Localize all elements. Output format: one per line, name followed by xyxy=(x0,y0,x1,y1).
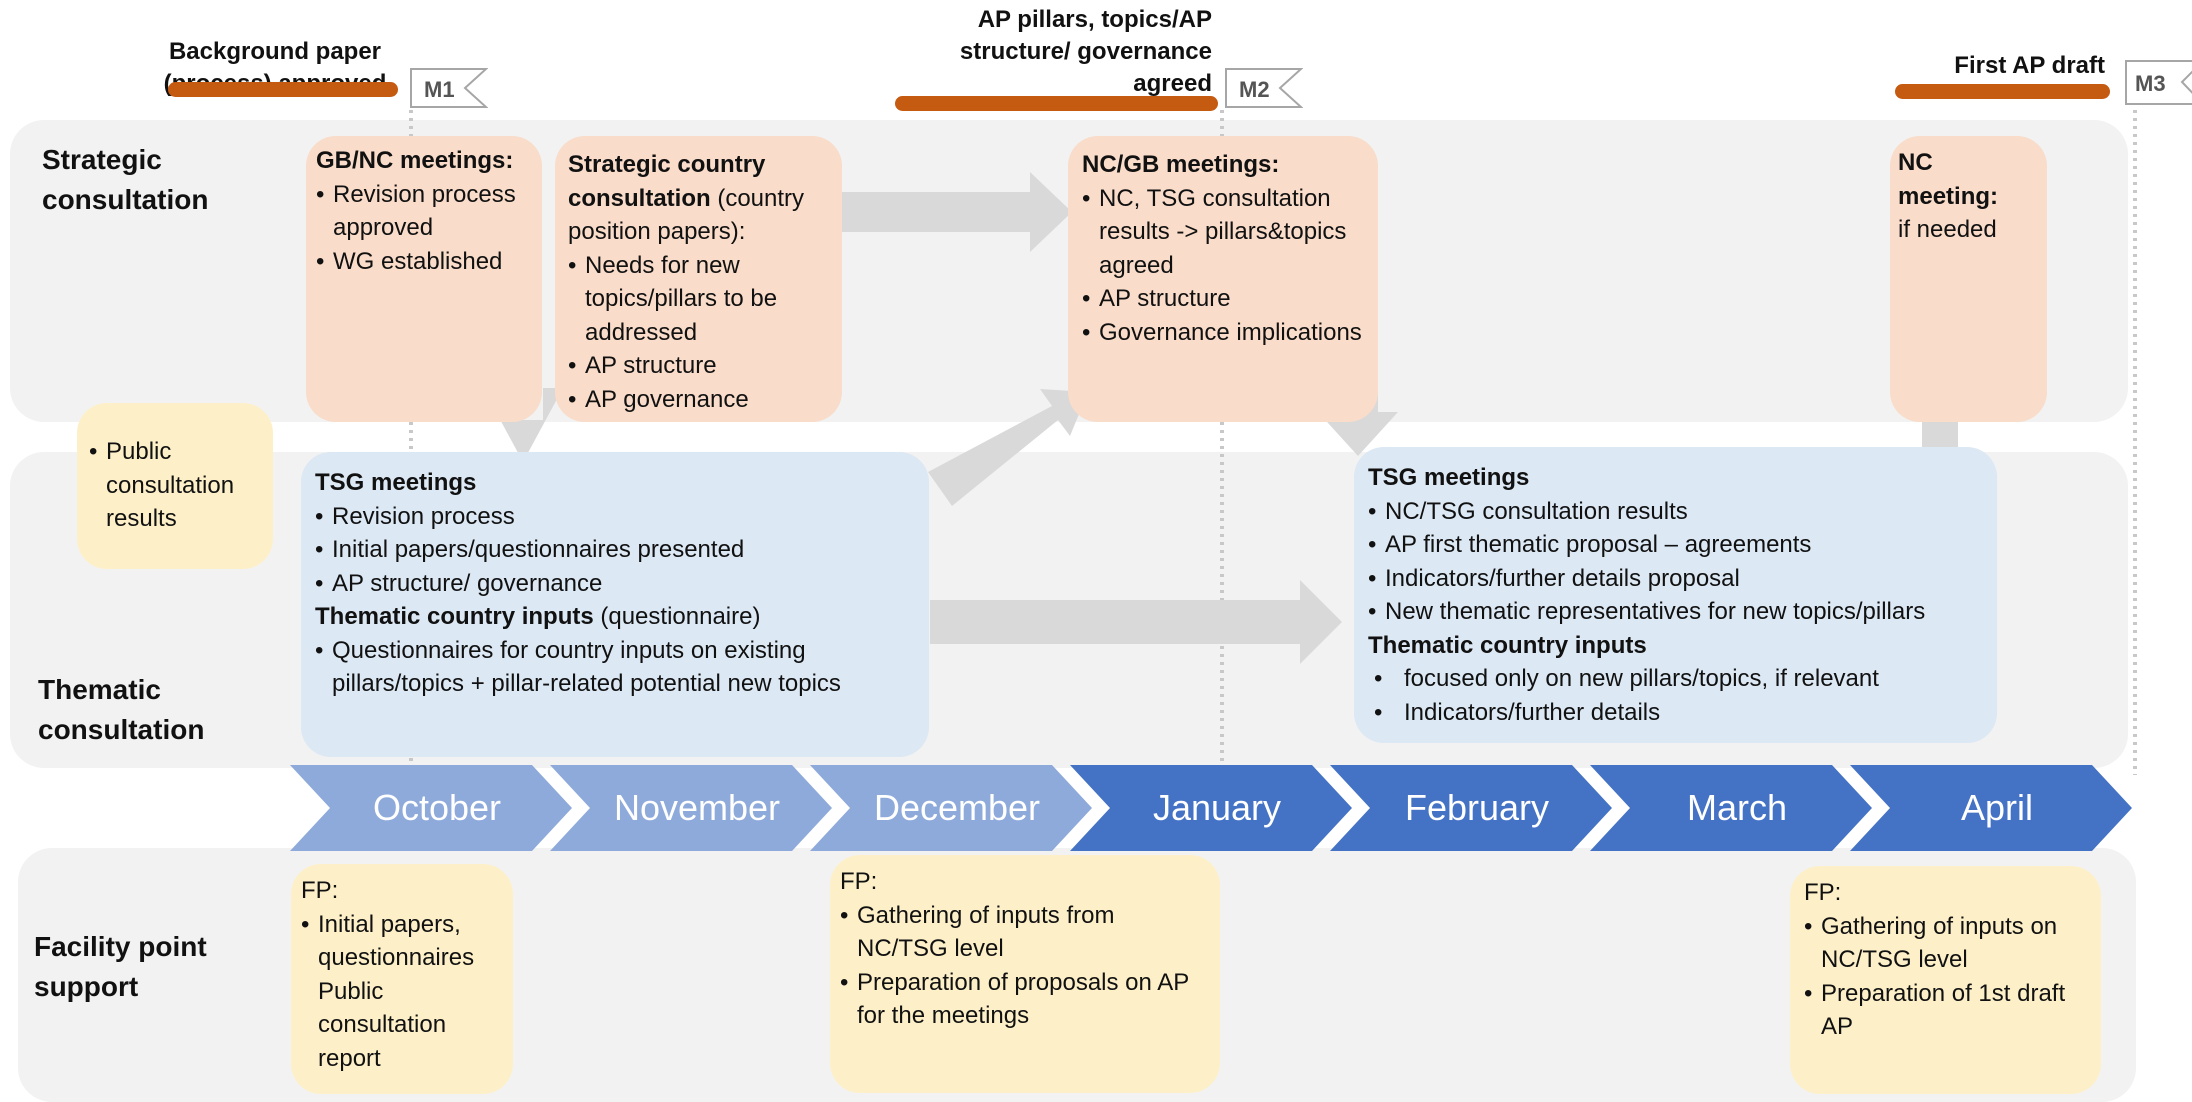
list-item: Preparation of 1st draft AP xyxy=(1804,977,2087,1044)
milestone-m2-bar xyxy=(895,96,1218,111)
nc-meeting-box: NC meeting: if needed xyxy=(1890,136,2047,422)
fp-box-1: FP: Initial papers, questionnaires Publi… xyxy=(291,864,513,1094)
list-item: AP governance xyxy=(568,383,829,417)
month-chevron-october xyxy=(290,765,572,851)
month-label: February xyxy=(1405,787,1549,828)
list-item: Governance implications xyxy=(1082,316,1364,350)
list-item: Public consultation results xyxy=(89,435,263,536)
tsg2-title: TSG meetings xyxy=(1368,464,1530,491)
list-item: Needs for new topics/pillars to be addre… xyxy=(568,249,829,350)
milestone-m2-label: AP pillars, topics/AP structure/ governa… xyxy=(959,6,1212,97)
month-label: December xyxy=(874,787,1040,828)
month-chevron-april xyxy=(1850,765,2132,851)
list-item: Gathering of inputs from NC/TSG level xyxy=(840,899,1210,966)
month-label: October xyxy=(373,787,501,828)
list-item: Preparation of proposals on AP for the m… xyxy=(840,966,1210,1033)
list-item: AP structure xyxy=(568,349,829,383)
month-chevron-december xyxy=(810,765,1092,851)
milestone-m1-code: M1 xyxy=(424,77,455,102)
list-item: Revision process xyxy=(315,500,915,534)
month-chevron-november xyxy=(550,765,832,851)
fp-box-3: FP: Gathering of inputs on NC/TSG level … xyxy=(1790,866,2101,1094)
tsg-meetings-box-1: TSG meetings Revision process Initial pa… xyxy=(301,452,929,757)
milestone-m3-label: First AP draft xyxy=(1954,52,2105,79)
list-item: NC/TSG consultation results xyxy=(1368,495,1983,529)
list-item: AP structure xyxy=(1082,282,1364,316)
month-label: April xyxy=(1961,787,2033,828)
gbnc-title: GB/NC meetings: xyxy=(316,147,514,174)
fp3-label: FP: xyxy=(1804,879,1842,906)
month-label: January xyxy=(1153,787,1281,828)
flag-icon: M3 xyxy=(2125,60,2192,105)
fp2-label: FP: xyxy=(840,868,878,895)
fp-box-2: FP: Gathering of inputs from NC/TSG leve… xyxy=(830,855,1220,1093)
milestone-m2-code: M2 xyxy=(1239,77,1270,102)
fp1-label: FP: xyxy=(301,877,339,904)
nc-meeting-text: if needed xyxy=(1898,216,1997,243)
arrow-right-thematic xyxy=(930,580,1342,664)
tsg1-title: TSG meetings xyxy=(315,469,477,496)
list-item: New thematic representatives for new top… xyxy=(1368,595,1983,629)
flag-icon: M1 xyxy=(410,68,488,108)
gbnc-meetings-box: GB/NC meetings: Revision process approve… xyxy=(306,136,542,422)
month-chevron-february xyxy=(1330,765,1612,851)
list-item: Indicators/further details proposal xyxy=(1368,562,1983,596)
month-label: March xyxy=(1687,787,1787,828)
public-consultation-box: Public consultation results xyxy=(77,403,273,569)
list-item: NC, TSG consultation results -> pillars&… xyxy=(1082,182,1364,283)
strategic-country-title: Strategic country consultation (country … xyxy=(568,151,805,245)
flag-icon: M2 xyxy=(1225,68,1303,108)
strategic-country-box: Strategic country consultation (country … xyxy=(555,136,842,422)
list-item: Initial papers, questionnaires Public co… xyxy=(301,908,503,1076)
month-chevron-march xyxy=(1590,765,1872,851)
list-item: Gathering of inputs on NC/TSG level xyxy=(1804,910,2087,977)
list-item: Initial papers/questionnaires presented xyxy=(315,533,915,567)
list-item: AP first thematic proposal – agreements xyxy=(1368,528,1983,562)
arrow-right-strategic xyxy=(842,172,1072,252)
list-item: WG established xyxy=(316,245,532,279)
list-item: Revision process approved xyxy=(316,178,532,245)
ncgb-meetings-box: NC/GB meetings: NC, TSG consultation res… xyxy=(1068,136,1378,422)
month-label: November xyxy=(614,787,780,828)
nc-meeting-title: NC meeting: xyxy=(1898,149,1999,210)
tsg1-subtitle: Thematic country inputs (questionnaire) xyxy=(315,603,761,630)
milestone-m1-bar xyxy=(168,82,398,97)
list-item: Indicators/further details xyxy=(1368,696,1983,730)
list-item: Questionnaires for country inputs on exi… xyxy=(315,634,915,701)
row-label-facility: Facility point support xyxy=(34,931,207,1002)
month-chevron-january xyxy=(1070,765,1352,851)
milestone-m3-code: M3 xyxy=(2135,71,2166,96)
list-item: AP structure/ governance xyxy=(315,567,915,601)
milestone-m3-bar xyxy=(1895,84,2110,99)
month-timeline: October November December January February Ma… xyxy=(290,765,2132,851)
tsg2-subtitle: Thematic country inputs xyxy=(1368,631,1647,659)
row-label-thematic: Thematic consultation xyxy=(38,674,205,745)
tsg-meetings-box-2: TSG meetings NC/TSG consultation results… xyxy=(1354,447,1997,743)
row-label-strategic: Strategic consultation xyxy=(42,144,209,215)
list-item: focused only on new pillars/topics, if r… xyxy=(1368,662,1983,696)
ncgb-title: NC/GB meetings: xyxy=(1082,151,1280,178)
arrow-diagonal-up xyxy=(928,389,1088,506)
